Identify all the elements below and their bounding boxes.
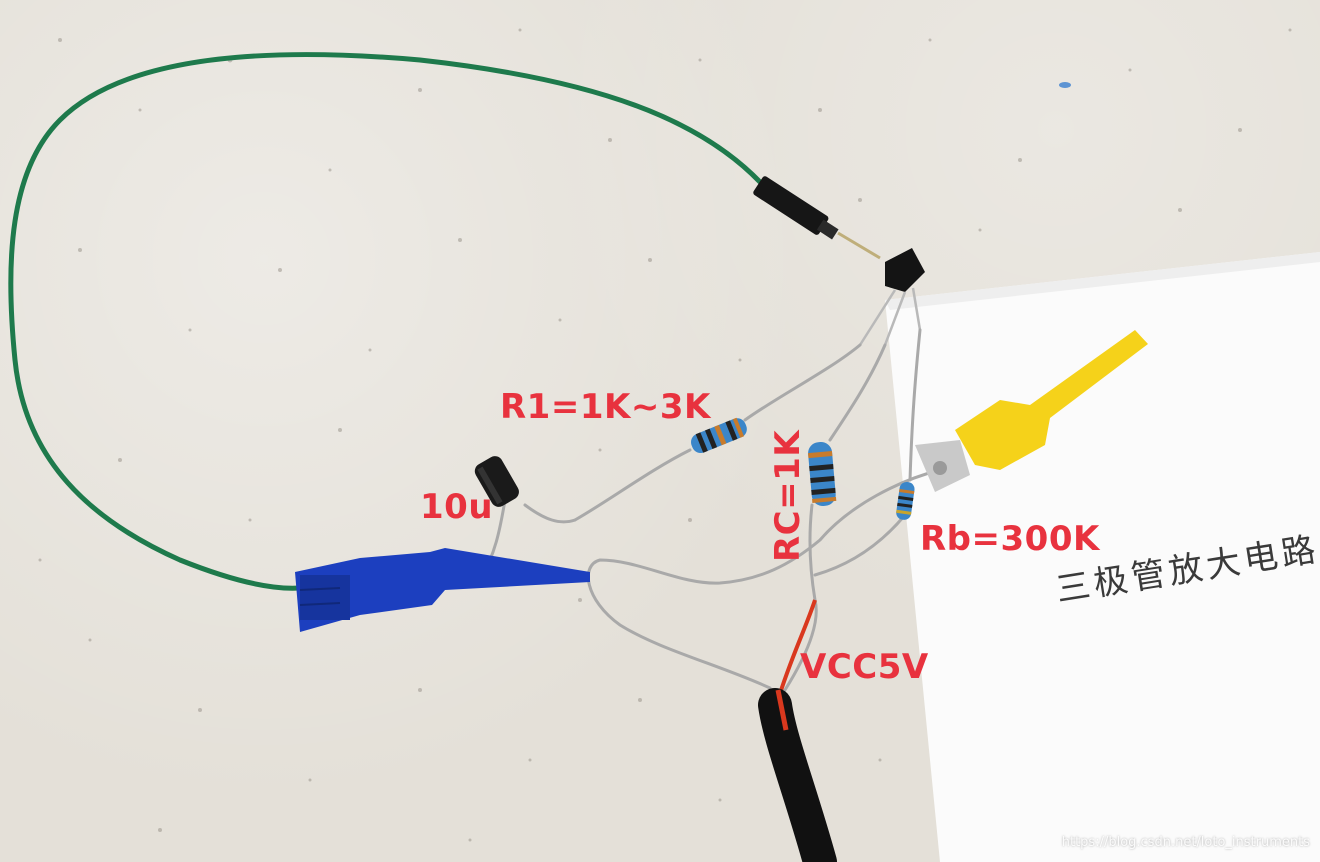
power-cable — [758, 688, 837, 862]
label-rc: RC=1K — [768, 429, 808, 562]
red-wire — [776, 599, 817, 701]
dupont-connector — [753, 176, 839, 240]
resistor-rb — [896, 481, 915, 520]
yellow-test-clip — [915, 330, 1148, 492]
countertop-speckles — [38, 28, 1292, 842]
green-wire — [8, 52, 763, 591]
transistor — [858, 248, 925, 346]
watermark: https://blog.csdn.net/loto_instruments — [1061, 835, 1310, 850]
resistor-r1 — [691, 417, 747, 454]
label-capacitor: 10u — [420, 487, 494, 527]
label-vcc: VCC5V — [800, 647, 929, 687]
capacitor-10u — [474, 456, 519, 507]
label-rb: Rb=300K — [920, 519, 1100, 559]
label-r1: R1=1K~3K — [500, 387, 711, 427]
resistor-rc — [808, 441, 837, 507]
blue-test-clip — [295, 548, 590, 632]
wire-r1 — [743, 343, 862, 422]
